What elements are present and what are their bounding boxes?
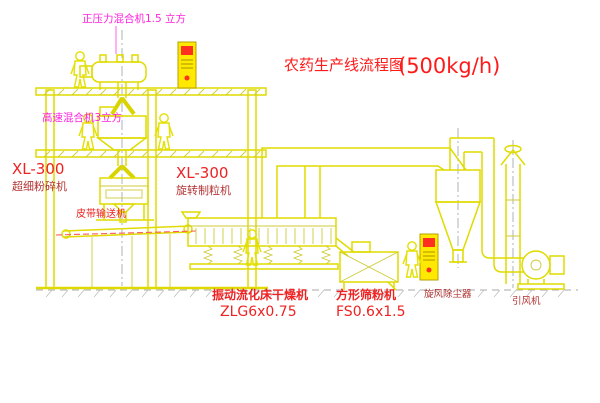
drawing-title-capacity: (500kg/h) (398, 54, 500, 78)
centerlines (121, 30, 514, 288)
label-pressure-mixer: 正压力混合机1.5 立方 (82, 12, 186, 25)
induced-draft-fan (517, 250, 565, 290)
high-speed-mixer (95, 106, 149, 180)
control-cabinet-lower (419, 233, 439, 281)
label-pulverizer-model: XL-300 (12, 160, 64, 178)
label-sifter-name: 方形筛粉机 (336, 287, 396, 302)
label-dryer-name: 振动流化床干燥机 (212, 287, 308, 302)
exhaust-duct (261, 147, 467, 218)
label-belt-conveyor: 皮带输送机 (76, 207, 126, 220)
cyclone-separator (434, 137, 524, 273)
label-granulator-model: XL-300 (176, 164, 228, 182)
fluid-bed-dryer (180, 211, 339, 270)
label-pulverizer-name: 超细粉碎机 (12, 179, 67, 193)
granulator (96, 177, 154, 223)
operator-figure (402, 241, 422, 278)
exhaust-stack (500, 144, 526, 284)
label-cyclone: 旋风除尘器 (424, 288, 472, 300)
operator-figure (154, 113, 174, 150)
label-dryer-model: ZLG6x0.75 (220, 304, 297, 320)
label-sifter-model: FS0.6x1.5 (336, 304, 406, 320)
belt-conveyor (55, 224, 197, 288)
label-fan: 引风机 (512, 295, 541, 307)
positive-pressure-mixer (79, 54, 147, 116)
operator-figure (242, 229, 262, 266)
label-granulator-name: 旋转制粒机 (176, 183, 231, 197)
ground-line (36, 289, 578, 298)
drawing-title: 农药生产线流程图 (284, 56, 404, 74)
label-high-speed-mixer: 高速混合机3立方 (42, 111, 122, 124)
building-structure (35, 87, 268, 290)
square-sifter (335, 237, 399, 291)
control-cabinet-upper (177, 41, 197, 89)
